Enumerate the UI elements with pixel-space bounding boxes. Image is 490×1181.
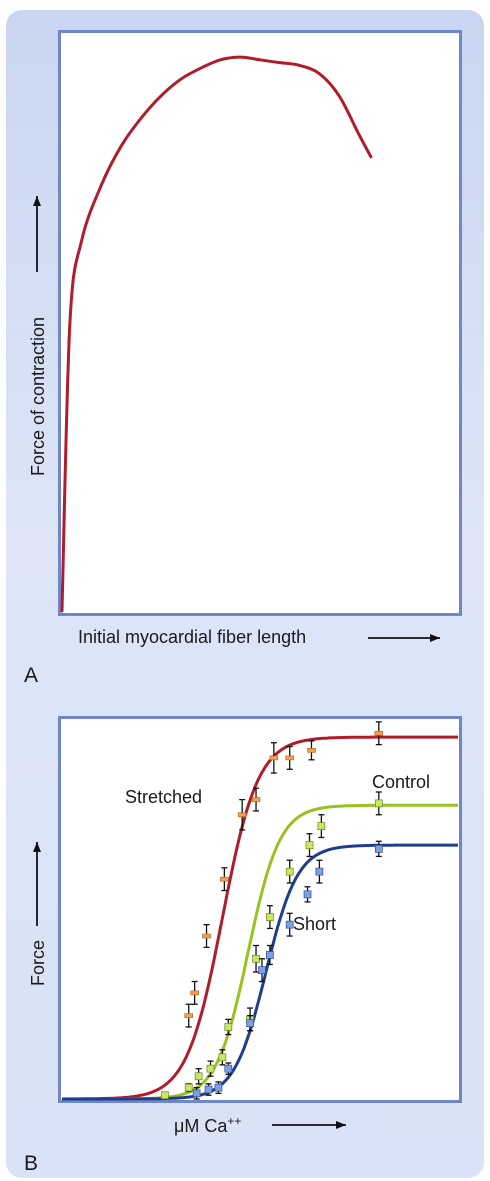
chart-a-x-axis-label: Initial myocardial fiber length <box>78 627 307 647</box>
point-short-7 <box>285 920 294 929</box>
curve-stretched <box>62 735 458 1101</box>
point-stretched-9 <box>374 730 384 736</box>
series-label-control: Control <box>372 772 431 792</box>
chart-b-x-axis-label-superscript: ++ <box>227 1114 242 1128</box>
arrow-a-y-head <box>33 196 41 206</box>
point-stretched-5 <box>251 797 261 802</box>
point-control-5 <box>224 1023 233 1031</box>
chart-b-marks <box>62 721 458 1101</box>
series-label-stretched: Stretched <box>125 787 203 807</box>
point-stretched-2 <box>202 933 211 939</box>
point-control-12 <box>374 799 383 808</box>
curve-short <box>62 843 458 1101</box>
chart-b-x-axis-label-text: μM Ca <box>174 1116 228 1136</box>
arrow-b-x-head <box>336 1121 346 1129</box>
point-control-10 <box>305 841 314 849</box>
point-short-9 <box>315 867 324 876</box>
arrow-a-x-head <box>430 634 440 642</box>
point-short-2 <box>214 1083 223 1092</box>
point-short-0 <box>192 1089 201 1098</box>
point-short-4 <box>246 1019 254 1028</box>
chart-b-plot-area <box>58 716 462 1103</box>
point-stretched-7 <box>285 755 295 761</box>
axis-arrows <box>33 196 440 1129</box>
point-control-4 <box>218 1053 227 1062</box>
point-control-7 <box>252 954 260 963</box>
panel-b-letter: B <box>24 1152 39 1175</box>
point-short-5 <box>258 966 266 974</box>
point-control-1 <box>184 1083 193 1092</box>
curve-control <box>62 803 458 1101</box>
point-short-10 <box>374 845 383 853</box>
point-control-0 <box>161 1091 169 1100</box>
point-control-3 <box>206 1064 215 1073</box>
chart-b-x-axis-label: μM Ca++ <box>174 1114 241 1137</box>
point-short-1 <box>204 1085 213 1094</box>
arrow-b-y-head <box>33 842 41 852</box>
point-control-9 <box>285 867 294 876</box>
panel-a-letter: A <box>24 664 39 687</box>
point-control-8 <box>266 913 274 921</box>
chart-a-marks <box>60 55 373 613</box>
point-stretched-4 <box>237 812 247 818</box>
series-label-short: Short <box>293 914 337 934</box>
chart-a-curve <box>60 55 373 613</box>
point-control-11 <box>317 822 326 830</box>
point-stretched-1 <box>190 990 199 996</box>
point-short-6 <box>266 951 274 959</box>
point-control-2 <box>194 1072 203 1081</box>
chart-a-plot-area <box>58 30 462 616</box>
point-stretched-8 <box>307 748 316 753</box>
point-short-3 <box>224 1064 233 1073</box>
point-stretched-3 <box>220 876 229 882</box>
point-stretched-6 <box>269 755 279 761</box>
point-short-8 <box>303 890 312 899</box>
point-stretched-0 <box>184 1013 194 1018</box>
